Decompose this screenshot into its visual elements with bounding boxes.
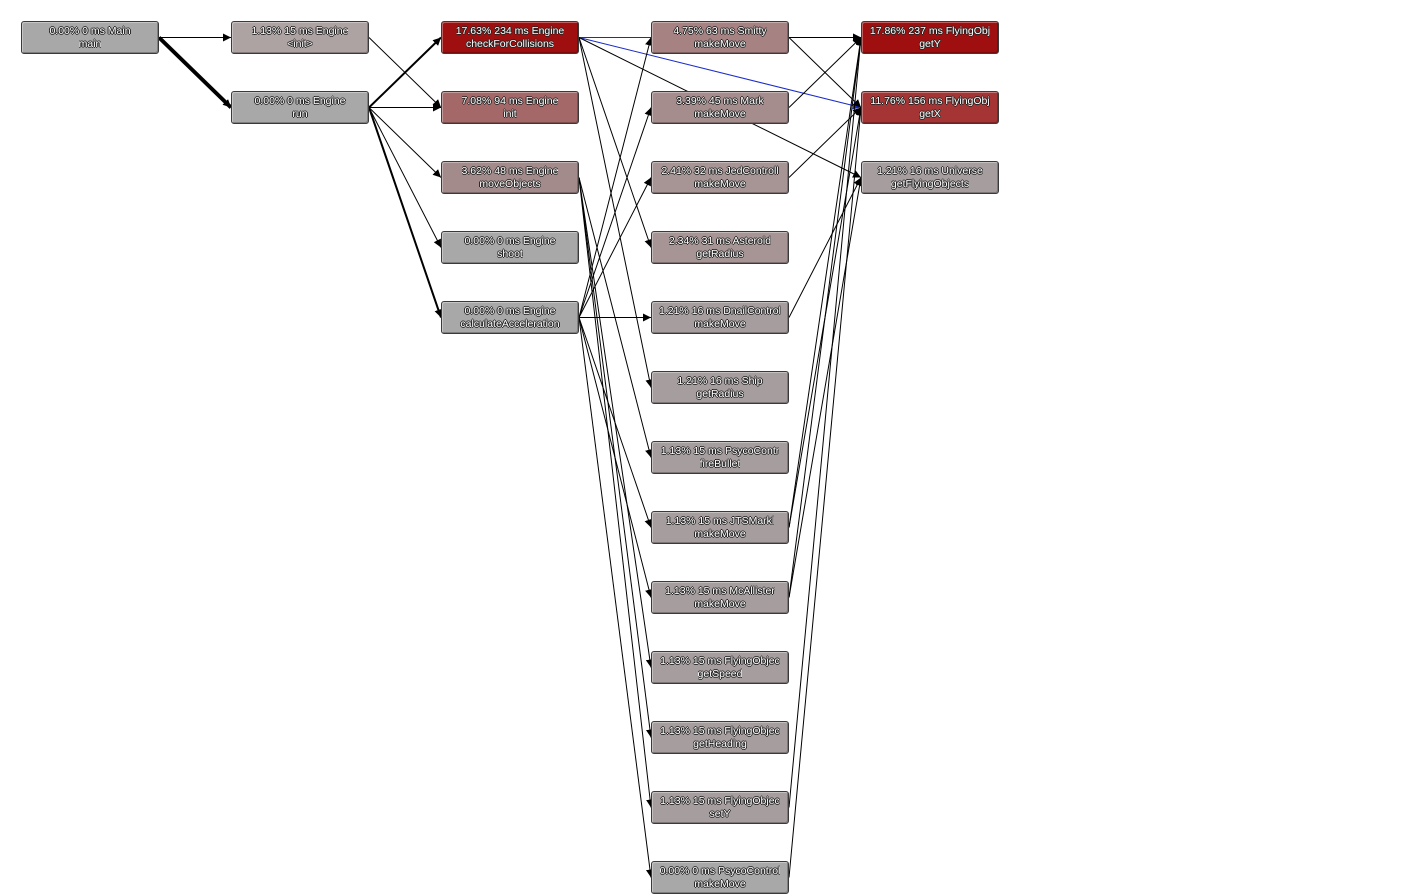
node-label-method: init	[503, 107, 517, 120]
node-label-method: getFlyingObjects	[890, 177, 970, 190]
node-label-stats: 2.34% 31 ms Asteroid	[668, 234, 772, 247]
node-label-stats: 1.13% 15 ms McAllister	[665, 584, 775, 597]
node-label-method: moveObjects	[479, 177, 541, 190]
edge-engine-run-to-move-objects	[368, 107, 442, 178]
node-label-method: makeMove	[694, 37, 746, 50]
edge-dnail-move-to-universe-get	[788, 177, 862, 318]
edge-check-collisions-to-asteroid-radius	[578, 37, 653, 248]
edge-check-collisions-to-fo-getx	[578, 37, 862, 110]
node-label-method: <init>	[287, 37, 313, 50]
node-label-method: checkForCollisions	[465, 37, 555, 50]
node-label-stats: 1.13% 15 ms Engine	[251, 24, 349, 37]
node-label-stats: 1.13% 15 ms JTSMarkl	[665, 514, 775, 527]
node-label-stats: 1.21% 16 ms Universe	[877, 164, 983, 177]
node-label-stats: 1.21% 16 ms DnailControl	[659, 304, 781, 317]
node-label-stats: 0.00% 0 ms PsycoControl	[659, 864, 781, 877]
node-label-stats: 1.13% 15 ms FlyingObjec	[660, 654, 780, 667]
node-label-method: makeMove	[694, 107, 746, 120]
edge-psyco-move-to-fo-getx	[788, 107, 865, 878]
node-label-method: getHeading	[693, 737, 747, 750]
edge-engine-run-to-check-collisions	[368, 36, 442, 109]
edge-fo-sety-to-fo-gety	[788, 37, 865, 808]
node-engine-init-ctor[interactable]: 1.13% 15 ms Engine<init>	[231, 21, 369, 54]
node-label-method: shoot	[497, 247, 523, 260]
edge-mark-move-to-fo-gety	[788, 37, 862, 108]
node-label-method: getX	[919, 107, 941, 120]
node-label-method: getY	[919, 37, 941, 50]
edge-engine-run-to-shoot	[368, 107, 442, 248]
edge-calc-accel-to-psyco-move	[578, 317, 654, 878]
edge-engine-run-to-calc-accel	[368, 107, 443, 318]
node-label-method: makeMove	[694, 177, 746, 190]
node-label-method: main	[78, 37, 102, 50]
node-label-stats: 2.41% 32 ms JedControll	[661, 164, 779, 177]
node-label-stats: 3.62% 48 ms Engine	[461, 164, 559, 177]
node-label-stats: 1.13% 15 ms FlyingObjec	[660, 794, 780, 807]
node-label-method: getSpeed	[697, 667, 743, 680]
node-label-stats: 11.76% 156 ms FlyingObj	[870, 94, 990, 107]
node-label-stats: 1.21% 16 ms Ship	[677, 374, 763, 387]
edge-calc-accel-to-jts-move	[578, 317, 653, 528]
node-label-method: run	[292, 107, 308, 120]
node-label-method: makeMove	[694, 597, 746, 610]
node-label-stats: 4.75% 63 ms Smitty	[673, 24, 767, 37]
node-label-stats: 17.86% 237 ms FlyingObj	[869, 24, 991, 37]
edge-calc-accel-to-smitty-move	[578, 37, 653, 318]
edge-mcallister-move-to-universe-get	[788, 177, 864, 598]
node-label-method: calculateAcceleration	[460, 317, 560, 330]
edge-mcallister-move-to-fo-gety	[788, 37, 864, 598]
edge-main-to-engine-run	[157, 36, 233, 109]
node-label-method: setY	[709, 807, 731, 820]
edge-calc-accel-to-mark-move	[578, 107, 653, 318]
node-label-stats: 17.63% 234 ms Engine	[455, 24, 565, 37]
node-label-method: makeMove	[694, 317, 746, 330]
node-label-stats: 0.00% 0 ms Engine	[464, 234, 556, 247]
node-label-stats: 0.00% 0 ms Engine	[254, 94, 346, 107]
node-label-method: makeMove	[694, 527, 746, 540]
node-label-stats: 1.13% 15 ms FlyingObjec	[660, 724, 780, 737]
node-label-method: getRadius	[696, 247, 744, 260]
edge-jts-move-to-fo-gety	[788, 37, 864, 528]
node-label-stats: 0.00% 0 ms Main	[49, 24, 131, 37]
node-label-method: fireBullet	[699, 457, 741, 470]
edge-calc-accel-to-mcallister-move	[578, 317, 653, 598]
edge-move-objects-to-fo-sety	[578, 177, 655, 808]
node-label-method: makeMove	[694, 877, 746, 890]
node-label-stats: 0.00% 0 ms Engine	[464, 304, 556, 317]
node-label-stats: 7.08% 94 ms Engine	[461, 94, 559, 107]
node-label-stats: 3.39% 45 ms Mark	[676, 94, 764, 107]
edge-calc-accel-to-jed-move	[578, 177, 652, 318]
node-label-stats: 1.13% 15 ms PsycoContr	[660, 444, 780, 457]
node-label-method: getRadius	[696, 387, 744, 400]
